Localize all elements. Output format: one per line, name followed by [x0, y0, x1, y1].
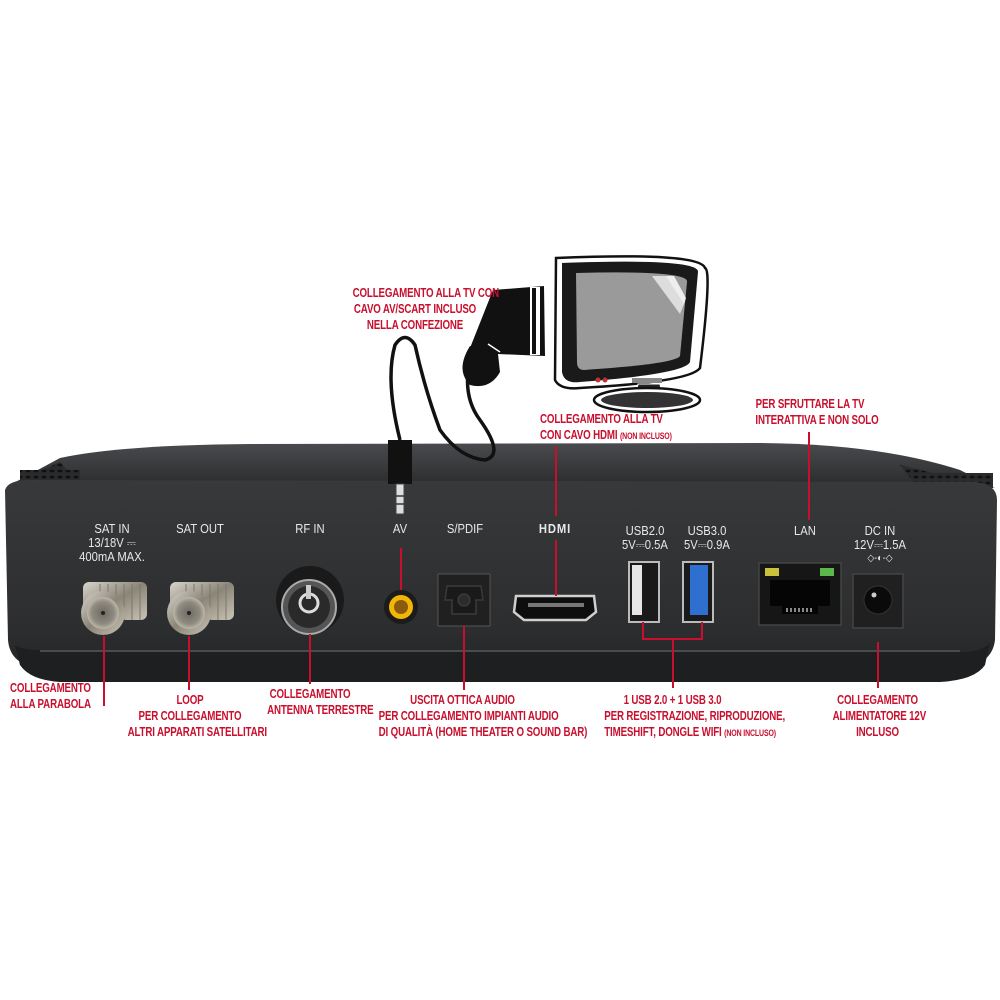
callout-line: ANTENNA TERRESTRE [267, 703, 374, 717]
port-label-dc-in: DC IN 12V⎓1.5A ◇-◐-◇ [844, 524, 916, 566]
scart-plug-icon [462, 286, 545, 387]
usb2-port [628, 561, 660, 623]
leader-line-usb3 [701, 622, 703, 640]
sat-in-connector [81, 582, 147, 635]
port-name: USB3.0 [687, 524, 727, 538]
port-label-sat-out: SAT OUT [176, 522, 224, 536]
port-spec: 400mA MAX. [79, 550, 145, 564]
callout-line: TIMESHIFT, DONGLE WIFI (NON INCLUSO) [604, 724, 776, 741]
port-label-rf-in: RF IN [295, 522, 325, 536]
port-spec: 5V⎓0.9A [684, 538, 730, 552]
callout-line: INTERATTIVA E NON SOLO [755, 413, 879, 427]
callout-line: COLLEGAMENTO ALLA TV [540, 412, 663, 426]
device-front-panel [5, 480, 997, 668]
av-cable [389, 335, 496, 462]
callout-scart: COLLEGAMENTO ALLA TV CON CAVO AV/SCART I… [352, 285, 500, 333]
callout-line: PER SFRUTTARE LA TV [755, 397, 865, 411]
callout-lan: PER SFRUTTARE LA TV INTERATTIVA E NON SO… [755, 396, 879, 428]
callout-line: PER COLLEGAMENTO [138, 709, 242, 723]
callout-line: COLLEGAMENTO ALLA TV CON [352, 286, 500, 300]
port-label-hdmi: HDMI [538, 522, 572, 536]
leader-line-av [400, 548, 402, 590]
tv-monitor-icon [553, 255, 709, 414]
callout-dc-in: COLLEGAMENTO ALIMENTATORE 12V INCLUSO [832, 692, 927, 740]
leader-line-dc-in [877, 642, 879, 688]
lan-port [758, 562, 842, 626]
callout-text: TIMESHIFT, DONGLE WIFI [604, 725, 722, 739]
av-jack [384, 590, 418, 624]
port-label-sat-in: SAT IN 13/18V ⎓ 400mA MAX. [76, 522, 148, 564]
callout-line: USCITA OTTICA AUDIO [410, 693, 515, 707]
port-name: USB2.0 [625, 524, 665, 538]
port-name: SAT IN [94, 522, 130, 536]
leader-line-rf-in [309, 634, 311, 684]
port-spec: 5V⎓0.5A [622, 538, 668, 552]
callout-line: COLLEGAMENTO [10, 681, 91, 695]
callout-line: ALTRI APPARATI SATELLITARI [127, 725, 267, 739]
callout-rf-in: COLLEGAMENTO ANTENNA TERRESTRE [267, 686, 374, 718]
callout-line: CAVO AV/SCART INCLUSO [353, 302, 477, 316]
leader-line-sat-in [103, 636, 105, 706]
callout-line: PER REGISTRAZIONE, RIPRODUZIONE, [604, 709, 786, 723]
callout-text: CON CAVO HDMI [540, 428, 618, 442]
port-name: DC IN [864, 524, 896, 538]
port-label-av: AV [392, 522, 408, 536]
callout-line: INCLUSO [856, 725, 899, 739]
sat-out-connector [167, 582, 234, 635]
callout-line: ALIMENTATORE 12V [832, 709, 927, 723]
port-label-spdif: S/PDIF [446, 522, 484, 536]
leader-line-sat-out [188, 636, 190, 690]
callout-note: (NON INCLUSO) [724, 728, 776, 738]
rf-in-connector [276, 566, 344, 635]
callout-line: ALLA PARABOLA [10, 697, 91, 711]
callout-line: PER COLLEGAMENTO IMPIANTI AUDIO [378, 709, 559, 723]
usb3-port [682, 561, 714, 623]
callout-line: DI QUALITÀ (HOME THEATER O SOUND BAR) [378, 725, 588, 739]
leader-line-hdmi [555, 446, 557, 516]
callout-hdmi: COLLEGAMENTO ALLA TV CON CAVO HDMI (NON … [540, 411, 672, 444]
callout-line: CON CAVO HDMI (NON INCLUSO) [540, 427, 672, 444]
port-spec: 12V⎓1.5A [853, 538, 907, 552]
callout-line: NELLA CONFEZIONE [366, 318, 464, 332]
leader-line-usb [672, 638, 674, 688]
leader-line-hdmi-lower [555, 540, 557, 596]
polarity-icon: ◇-◐-◇ [867, 553, 893, 564]
port-label-lan: LAN [794, 524, 816, 538]
callout-note: (NON INCLUSO) [619, 431, 672, 441]
callout-sat-in: COLLEGAMENTO ALLA PARABOLA [10, 680, 91, 712]
dc-in-port [852, 573, 904, 629]
callout-line: LOOP [176, 693, 204, 707]
callout-spdif: USCITA OTTICA AUDIO PER COLLEGAMENTO IMP… [378, 692, 588, 740]
hdmi-port [512, 594, 598, 622]
callout-line: COLLEGAMENTO [837, 693, 918, 707]
port-spec: 13/18V ⎓ [88, 536, 136, 550]
spdif-port [437, 573, 491, 627]
callout-line: 1 USB 2.0 + 1 USB 3.0 [623, 693, 722, 707]
leader-line-spdif [463, 626, 465, 690]
leader-line-usb2 [642, 622, 644, 640]
callout-line: COLLEGAMENTO [269, 687, 351, 701]
port-label-usb3: USB3.0 5V⎓0.9A [676, 524, 739, 552]
audio-jack-icon [388, 440, 412, 515]
callout-sat-out: LOOP PER COLLEGAMENTO ALTRI APPARATI SAT… [127, 692, 267, 740]
leader-line-lan [808, 432, 810, 520]
port-label-usb2: USB2.0 5V⎓0.5A [614, 524, 677, 552]
callout-usb: 1 USB 2.0 + 1 USB 3.0 PER REGISTRAZIONE,… [604, 692, 786, 741]
